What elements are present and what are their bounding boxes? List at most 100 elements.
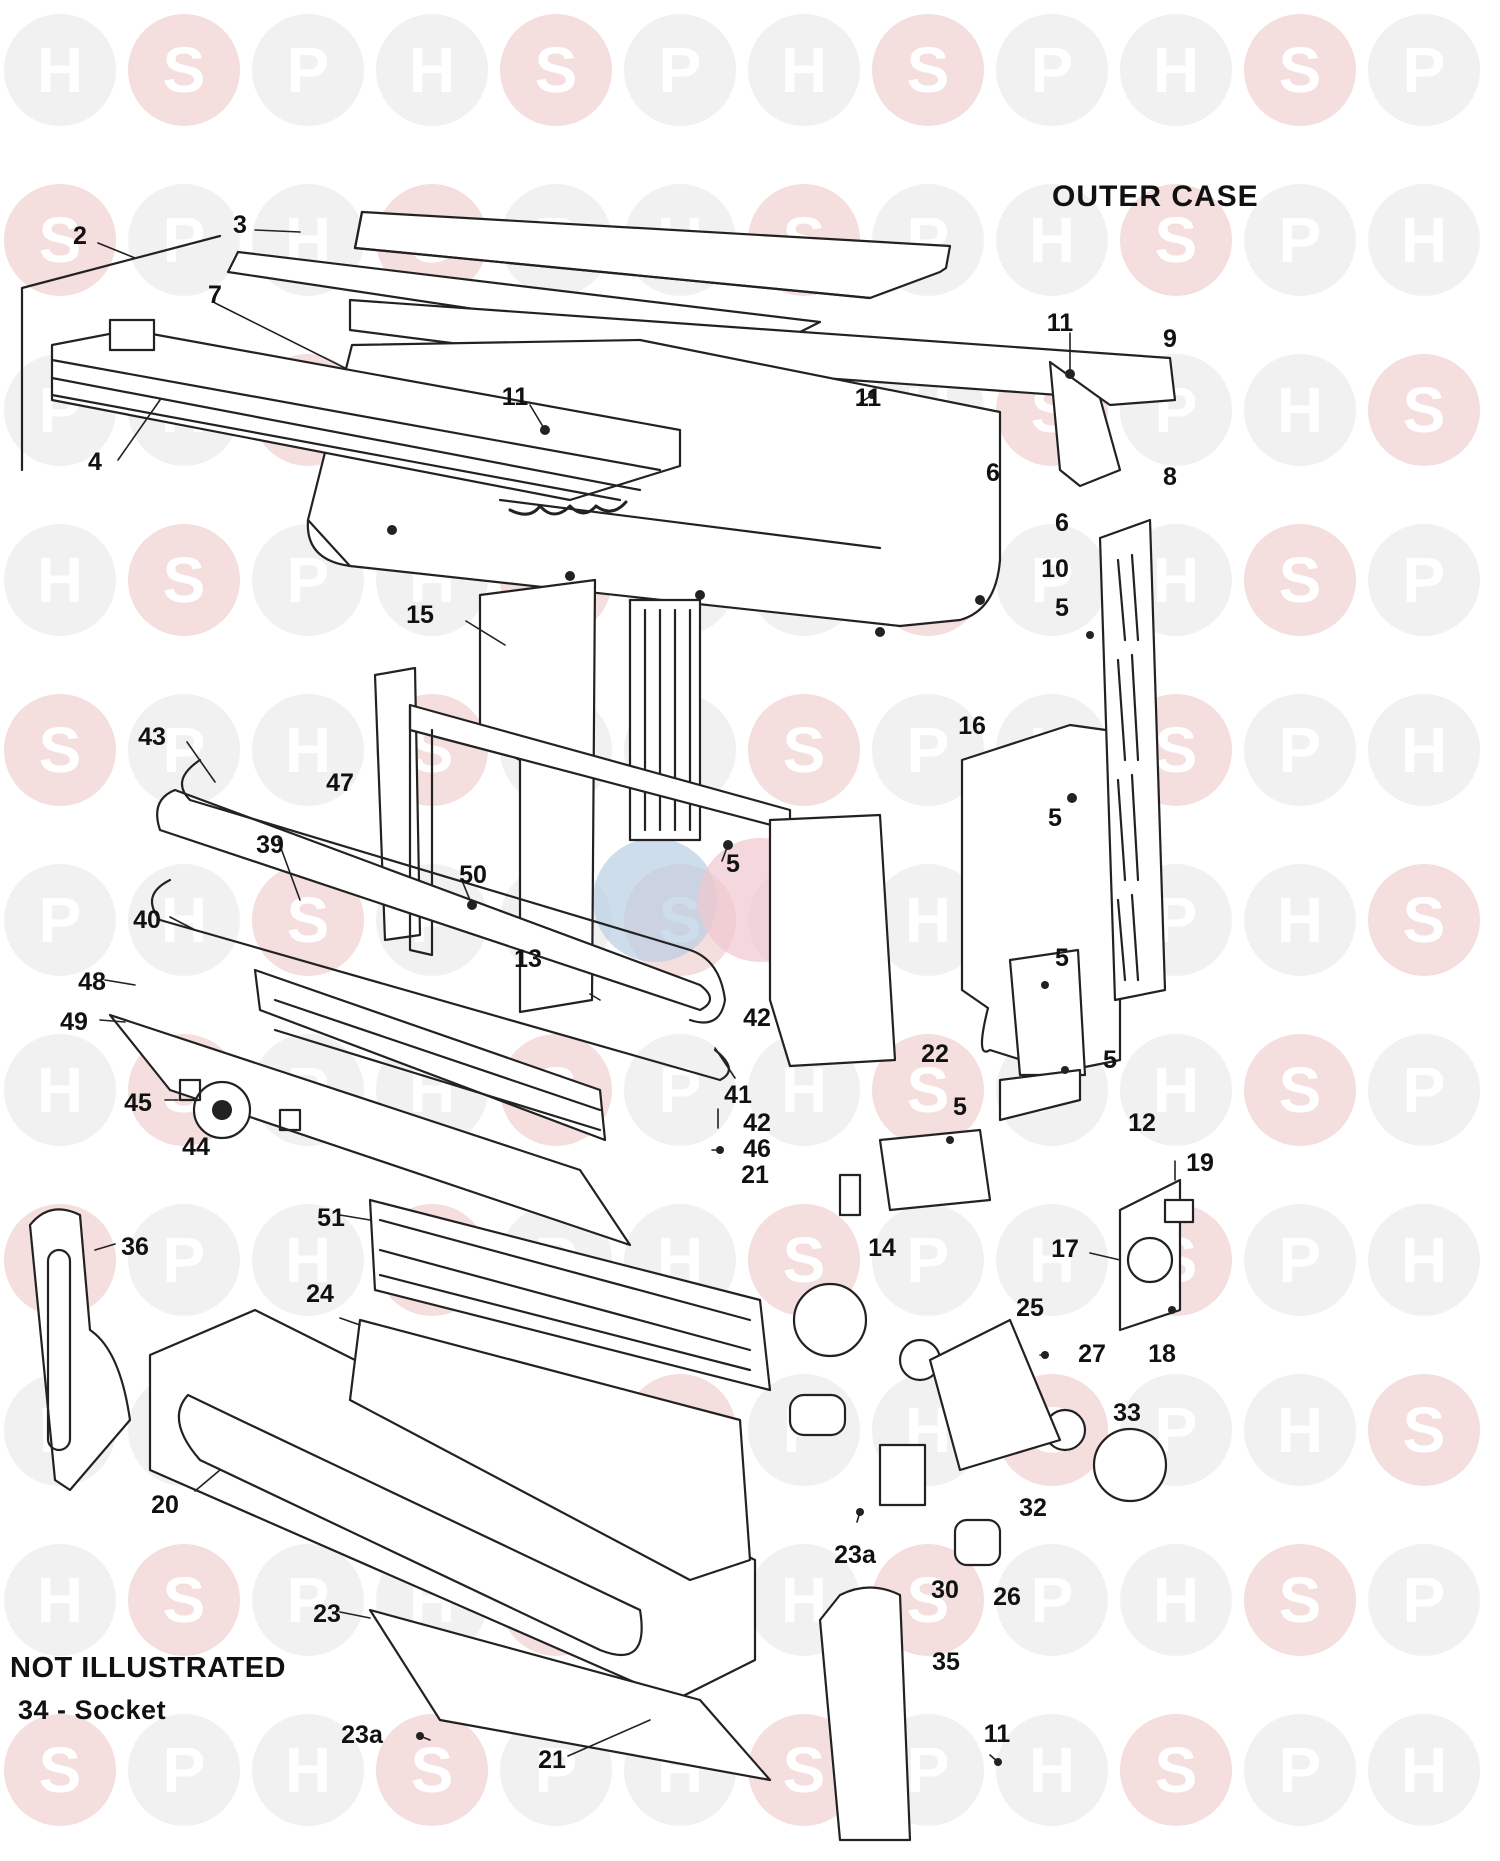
- svg-text:S: S: [783, 714, 826, 786]
- part-label: 26: [993, 1583, 1021, 1611]
- svg-text:S: S: [1403, 374, 1446, 446]
- watermark-tile: S: [128, 524, 240, 636]
- svg-text:S: S: [1279, 544, 1322, 616]
- svg-text:S: S: [411, 1734, 454, 1806]
- watermark-tile: S: [128, 14, 240, 126]
- part-label: 23a: [834, 1541, 877, 1569]
- svg-text:P: P: [1279, 1224, 1322, 1296]
- right-side-panel: [960, 723, 1122, 1077]
- svg-text:P: P: [1279, 204, 1322, 276]
- part-labels: 2 3 4 7 11 11 11 9 8 6 6 10 5 15 16 47 4…: [60, 211, 1214, 1774]
- svg-text:P: P: [163, 1224, 206, 1296]
- svg-text:H: H: [1401, 204, 1447, 276]
- part-label: 5: [1055, 594, 1069, 622]
- watermark-tile: P: [128, 184, 240, 296]
- part-label: 14: [868, 1234, 896, 1262]
- svg-text:H: H: [285, 1224, 331, 1296]
- watermark-tile: P: [1244, 184, 1356, 296]
- part-label: 3: [233, 211, 247, 239]
- svg-text:S: S: [163, 544, 206, 616]
- svg-text:S: S: [1403, 884, 1446, 956]
- svg-text:P: P: [287, 34, 330, 106]
- part-label: 5: [953, 1093, 967, 1121]
- watermark-tile: S: [872, 14, 984, 126]
- svg-text:H: H: [409, 34, 455, 106]
- svg-text:S: S: [39, 204, 82, 276]
- part-label: 16: [958, 712, 986, 740]
- part-label: 19: [1186, 1149, 1214, 1177]
- watermark-tile: P: [252, 1544, 364, 1656]
- svg-text:P: P: [1403, 544, 1446, 616]
- svg-text:H: H: [37, 544, 83, 616]
- part-label: 13: [514, 945, 542, 973]
- skirt-plate: [368, 1608, 772, 1782]
- svg-text:S: S: [907, 1054, 950, 1126]
- part-label: 23: [313, 1600, 341, 1628]
- watermark-tile: P: [128, 1204, 240, 1316]
- part-label: 42: [743, 1004, 771, 1032]
- svg-text:H: H: [1277, 374, 1323, 446]
- watermark-tile: H: [1120, 1544, 1232, 1656]
- svg-text:P: P: [1279, 1734, 1322, 1806]
- burner-rails: [50, 318, 682, 516]
- svg-text:S: S: [535, 34, 578, 106]
- svg-text:S: S: [39, 1734, 82, 1806]
- part-label: 7: [208, 281, 222, 309]
- watermark-tile: S: [1120, 184, 1232, 296]
- svg-text:P: P: [1403, 34, 1446, 106]
- svg-text:H: H: [1153, 1054, 1199, 1126]
- watermark-tile: S: [4, 184, 116, 296]
- part-label: 6: [986, 459, 1000, 487]
- part-label: 21: [741, 1161, 769, 1189]
- svg-text:H: H: [1277, 884, 1323, 956]
- svg-text:H: H: [1029, 1224, 1075, 1296]
- svg-text:S: S: [39, 714, 82, 786]
- watermark-tile: P: [872, 694, 984, 806]
- svg-text:S: S: [1155, 714, 1198, 786]
- part-label: 10: [1041, 555, 1069, 583]
- watermark-tile: P: [1244, 1204, 1356, 1316]
- part-label: 5: [726, 850, 740, 878]
- svg-text:P: P: [1031, 544, 1074, 616]
- watermark-tile: H: [252, 1714, 364, 1826]
- diagram-title: OUTER CASE: [1052, 180, 1259, 213]
- svg-text:H: H: [905, 884, 951, 956]
- part-label: 42: [743, 1109, 771, 1137]
- svg-text:H: H: [37, 1054, 83, 1126]
- svg-text:S: S: [783, 1734, 826, 1806]
- svg-text:P: P: [1031, 1564, 1074, 1636]
- svg-text:H: H: [781, 34, 827, 106]
- svg-text:H: H: [1401, 1734, 1447, 1806]
- part-label: 2: [73, 222, 87, 250]
- svg-text:P: P: [163, 1734, 206, 1806]
- svg-text:P: P: [659, 1054, 702, 1126]
- watermark-tile: S: [748, 694, 860, 806]
- screws: [416, 369, 1176, 1766]
- watermark-tile: S: [1368, 864, 1480, 976]
- svg-text:H: H: [285, 714, 331, 786]
- svg-text:S: S: [1279, 1564, 1322, 1636]
- watermark-tile: P: [624, 1034, 736, 1146]
- front-frame: [408, 703, 897, 1068]
- svg-text:P: P: [163, 204, 206, 276]
- ash-tray: [348, 1318, 752, 1582]
- watermark-tile: S: [4, 694, 116, 806]
- mounting-brackets: [838, 1068, 1082, 1217]
- watermark-tile: H: [252, 1204, 364, 1316]
- watermark-tile: P: [996, 14, 1108, 126]
- part-label: 11: [1047, 309, 1074, 337]
- watermark-tile: P: [1368, 1034, 1480, 1146]
- part-label: 41: [724, 1081, 752, 1109]
- watermark-tile: H: [1368, 1204, 1480, 1316]
- watermark-tile: H: [1368, 184, 1480, 296]
- part-label: 40: [133, 906, 161, 934]
- svg-text:H: H: [1029, 1734, 1075, 1806]
- watermark-tile: P: [624, 14, 736, 126]
- side-grille: [1098, 518, 1167, 1002]
- svg-text:H: H: [1153, 1564, 1199, 1636]
- right-end-post: [818, 1586, 912, 1842]
- watermark-tile: S: [872, 1034, 984, 1146]
- svg-text:P: P: [535, 1734, 578, 1806]
- watermark-tile: H: [4, 1034, 116, 1146]
- part-label: 22: [921, 1040, 949, 1068]
